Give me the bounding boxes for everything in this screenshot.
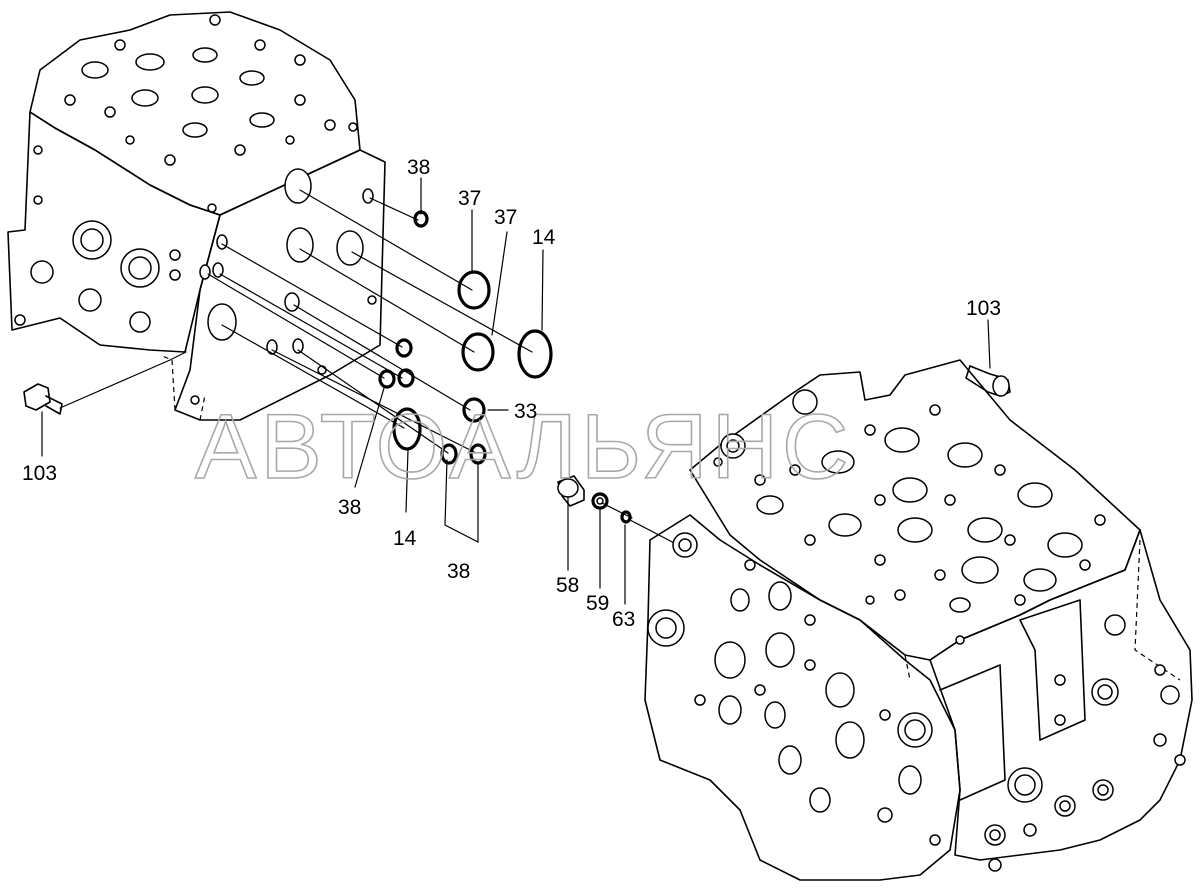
label-14-top: 14: [532, 226, 556, 249]
leader-lines: [41, 177, 991, 605]
watermark-text: АВТОАЛЬЯНС: [195, 396, 853, 498]
callout-labels: 38 37 37 14 103 103 33 38 14 38 58 59 63: [22, 156, 1001, 631]
label-103-left: 103: [22, 462, 57, 485]
bolt-left-103: [23, 383, 63, 415]
label-63: 63: [612, 608, 635, 631]
label-58: 58: [556, 574, 579, 597]
label-59: 59: [586, 592, 609, 615]
label-37-b: 37: [494, 206, 517, 229]
left-valve-block: [7, 11, 386, 421]
label-103-right: 103: [966, 297, 1001, 320]
label-38-bottom: 38: [447, 560, 470, 583]
bolt-right-103: [965, 365, 1011, 397]
label-38-mid: 38: [338, 496, 361, 519]
plug-and-washers: [557, 475, 632, 524]
label-33: 33: [514, 400, 537, 423]
right-valve-block: [644, 359, 1193, 881]
label-38-top: 38: [407, 156, 430, 179]
label-37-a: 37: [458, 187, 481, 210]
o-rings: [378, 210, 553, 465]
label-14-bottom: 14: [393, 527, 417, 550]
